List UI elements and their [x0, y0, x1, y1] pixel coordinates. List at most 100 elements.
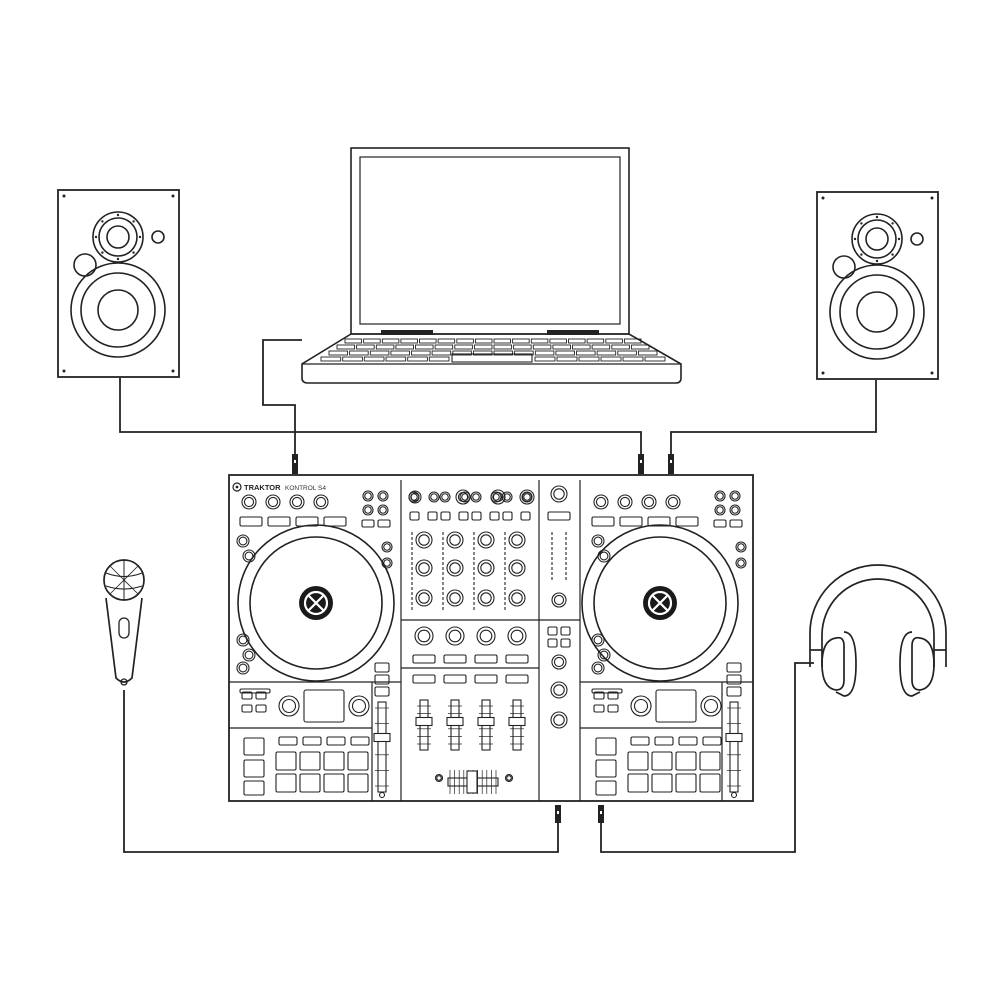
gain-knob[interactable] — [456, 490, 470, 504]
loop-knob[interactable] — [701, 696, 721, 716]
transport-button[interactable] — [243, 550, 255, 562]
button[interactable] — [256, 705, 266, 712]
loop-knob[interactable] — [349, 696, 369, 716]
tempo-fader[interactable] — [726, 702, 742, 792]
button[interactable] — [242, 705, 252, 712]
eq-low-knob[interactable] — [447, 590, 463, 606]
button[interactable] — [441, 512, 450, 520]
eq-mid-knob[interactable] — [447, 560, 463, 576]
mode-button[interactable] — [596, 738, 616, 755]
eq-high-knob[interactable] — [478, 532, 494, 548]
button[interactable] — [608, 705, 618, 712]
pad-mode-button[interactable] — [679, 737, 697, 745]
fx-button[interactable] — [268, 517, 290, 526]
small-knob[interactable] — [715, 491, 725, 501]
small-button[interactable] — [730, 520, 742, 527]
channel-fader[interactable] — [478, 700, 494, 750]
fx-button[interactable] — [240, 517, 262, 526]
sync-button[interactable] — [382, 542, 392, 552]
transport-button[interactable] — [237, 662, 249, 674]
fx-assign-button[interactable] — [444, 675, 466, 683]
performance-pad[interactable] — [276, 752, 296, 770]
mode-button[interactable] — [244, 781, 264, 795]
fx-knob[interactable] — [618, 495, 632, 509]
mixer-small-knob[interactable] — [429, 492, 439, 502]
transport-button[interactable] — [598, 550, 610, 562]
button[interactable] — [594, 705, 604, 712]
transport-button[interactable] — [243, 649, 255, 661]
transport-button[interactable] — [592, 535, 604, 547]
cue-button[interactable] — [475, 655, 497, 663]
fx-knob[interactable] — [290, 495, 304, 509]
button[interactable] — [727, 675, 741, 684]
filter-knob[interactable] — [446, 627, 464, 645]
performance-pad[interactable] — [676, 752, 696, 770]
filter-knob[interactable] — [415, 627, 433, 645]
fx-button[interactable] — [592, 517, 614, 526]
small-button[interactable] — [362, 520, 374, 527]
button[interactable] — [521, 512, 530, 520]
cue-button[interactable] — [506, 655, 528, 663]
sync-button[interactable] — [382, 558, 392, 568]
master-button[interactable] — [548, 512, 570, 520]
fx-assign-button[interactable] — [506, 675, 528, 683]
button[interactable] — [459, 512, 468, 520]
small-knob[interactable] — [378, 505, 388, 515]
crossfader-led[interactable] — [506, 775, 513, 782]
channel-fader[interactable] — [509, 700, 525, 750]
pad-mode-button[interactable] — [303, 737, 321, 745]
small-knob[interactable] — [730, 505, 740, 515]
channel-fader[interactable] — [416, 700, 432, 750]
small-knob[interactable] — [378, 491, 388, 501]
fx-button[interactable] — [676, 517, 698, 526]
crossfader[interactable] — [448, 770, 498, 794]
mode-button[interactable] — [596, 760, 616, 777]
performance-pad[interactable] — [300, 774, 320, 792]
sync-button[interactable] — [736, 542, 746, 552]
button[interactable] — [548, 639, 557, 647]
cue-button[interactable] — [444, 655, 466, 663]
cue-mix-knob[interactable] — [551, 682, 567, 698]
pad-mode-button[interactable] — [631, 737, 649, 745]
fx-button[interactable] — [324, 517, 346, 526]
gain-knob[interactable] — [491, 490, 505, 504]
small-knob[interactable] — [363, 491, 373, 501]
booth-knob[interactable] — [552, 593, 566, 607]
transport-button[interactable] — [592, 662, 604, 674]
performance-pad[interactable] — [628, 752, 648, 770]
browse-knob[interactable] — [279, 696, 299, 716]
gain-knob[interactable] — [409, 491, 421, 503]
mixer-small-knob[interactable] — [471, 492, 481, 502]
fx-knob[interactable] — [594, 495, 608, 509]
button[interactable] — [472, 512, 481, 520]
filter-knob[interactable] — [508, 627, 526, 645]
cue-vol-knob[interactable] — [551, 712, 567, 728]
channel-fader[interactable] — [447, 700, 463, 750]
cue-button[interactable] — [413, 655, 435, 663]
sync-button[interactable] — [736, 558, 746, 568]
small-button[interactable] — [714, 520, 726, 527]
small-knob[interactable] — [363, 505, 373, 515]
eq-mid-knob[interactable] — [478, 560, 494, 576]
performance-pad[interactable] — [300, 752, 320, 770]
eq-high-knob[interactable] — [447, 532, 463, 548]
mic-knob[interactable] — [552, 655, 566, 669]
fx-knob[interactable] — [666, 495, 680, 509]
fx-assign-button[interactable] — [413, 675, 435, 683]
pad-mode-button[interactable] — [327, 737, 345, 745]
button[interactable] — [727, 687, 741, 696]
button[interactable] — [561, 639, 570, 647]
performance-pad[interactable] — [348, 752, 368, 770]
fx-knob[interactable] — [642, 495, 656, 509]
fx-knob[interactable] — [314, 495, 328, 509]
mixer-small-knob[interactable] — [440, 492, 450, 502]
eq-high-knob[interactable] — [416, 532, 432, 548]
performance-pad[interactable] — [652, 774, 672, 792]
fx-knob[interactable] — [266, 495, 280, 509]
pad-mode-button[interactable] — [279, 737, 297, 745]
eq-mid-knob[interactable] — [416, 560, 432, 576]
performance-pad[interactable] — [700, 752, 720, 770]
button[interactable] — [375, 663, 389, 672]
filter-knob[interactable] — [477, 627, 495, 645]
transport-button[interactable] — [237, 535, 249, 547]
